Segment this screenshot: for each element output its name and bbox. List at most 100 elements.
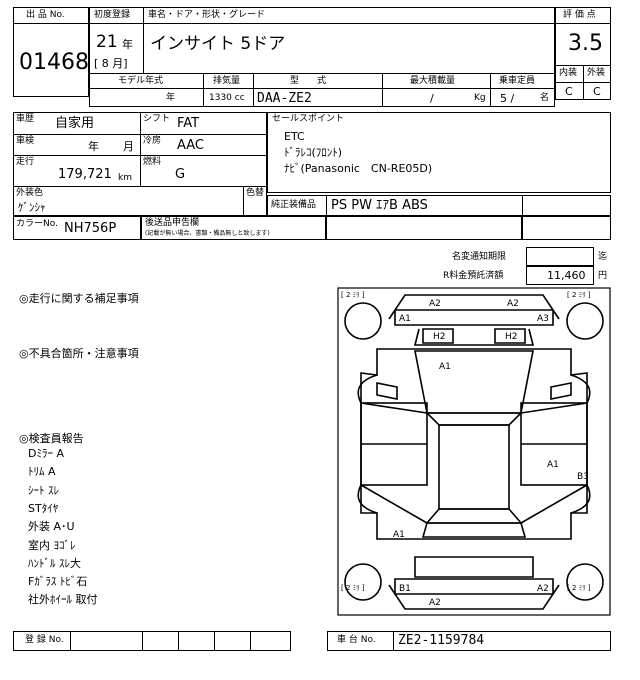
first-reg-month: [ 8 月] [94,57,128,70]
deadline-label: 名変通知期限 [452,252,507,262]
car-name: インサイト 5ドア [150,34,286,54]
first-reg-label: 初度登録 [94,10,131,20]
tire-label-front-right: [ 2 ﾐﾘ ] [567,291,591,299]
aftermarket-box [141,216,326,240]
damage-mark: A1 [399,314,411,324]
inspector-item: Fｶﾞﾗｽ ﾄﾋﾞ石 [28,575,88,588]
displacement: 1330 cc [209,93,245,103]
damage-mark: B1 [399,584,411,594]
inspector-item: Dﾐﾗｰ A [28,447,64,460]
defects-label: ◎不具合箇所・注意事項 [19,347,139,360]
sales-point-2: ﾄﾞﾗﾚｺ(ﾌﾛﾝﾄ) [284,146,343,159]
chassis-label: 車 台 No. [337,635,376,645]
sales-point-1: ETC [284,130,305,143]
damage-mark: A2 [429,598,441,608]
score: 3.5 [568,31,603,56]
sales-points-box [267,112,611,193]
aftermarket-label: 後送品申告欄 [145,218,200,228]
damage-mark: A1 [439,362,451,372]
interior-label: 内装 [559,68,578,78]
max-load-label: 最大積載量 [410,76,456,86]
damage-mark: B3 [577,472,589,482]
damage-mark: A1 [547,460,559,470]
first-reg-year: 21 [96,32,118,52]
recycle-label: R料金預託済額 [443,271,504,281]
damage-mark: A2 [507,299,519,309]
deadline-field [526,247,594,266]
type-label: 型 式 [290,76,327,86]
car-damage-diagram: [ 2 ﾐﾘ ] [ 2 ﾐﾘ ] [ 2 ﾐﾘ ] [ 2 ﾐﾘ ] A2 A… [337,287,611,616]
chassis-no-box [327,631,611,651]
lot-label: 出 品 No. [26,10,65,20]
color-no-box [13,216,141,240]
equip-label: 純正装備品 [271,200,317,210]
color-label: 外装色 [16,188,44,198]
inspector-item: ﾄﾘﾑ A [28,465,56,478]
exterior-label: 外装 [587,68,606,78]
damage-mark: A2 [429,299,441,309]
shift-label: シフト [143,114,171,124]
inspector-item: ｼｰﾄ ｽﾚ [28,484,59,497]
inspector-item: ﾊﾝﾄﾞﾙ ｽﾚ大 [28,557,81,570]
capacity-unit: 名 [540,93,550,103]
tire-label-rear-left: [ 2 ﾐﾘ ] [341,584,365,592]
fuel-label: 燃料 [143,157,162,167]
sales-label: セールスポイント [272,114,345,124]
equipment: PS PW ｴｱB ABS [331,198,428,213]
car-info-box [89,7,555,107]
model-year-unit: 年 [166,93,176,103]
mileage: 179,721 [58,167,112,182]
history: 自家用 [55,116,95,131]
damage-mark: A2 [537,584,549,594]
damage-mark: H2 [505,332,518,342]
mileage-label: 走行 [16,157,35,167]
history-label: 車歴 [16,114,35,124]
year-unit: 年 [122,38,133,51]
ac-label: 冷房 [143,136,162,146]
inspector-item: 外装 A･U [28,520,75,533]
capacity-label: 乗車定員 [499,76,536,86]
inspector-item: 室内 ﾖｺﾞﾚ [28,539,76,552]
damage-mark: A1 [393,530,405,540]
inspection-month: 月 [123,140,134,153]
equipment-box [267,195,611,216]
recycle-field [526,266,594,285]
inspector-item: STﾀｲﾔ [28,502,59,515]
sales-point-3: ﾅﾋﾞ(Panasonic CN-RE05D) [284,162,433,175]
score-label: 評 価 点 [563,10,596,20]
color-no-label: カラーNo. [16,219,58,229]
max-load-sep: / [430,92,434,105]
reg-label: 登 録 No. [25,635,64,645]
displacement-label: 排気量 [213,76,241,86]
interior-grade: C [565,85,573,98]
chassis-no: ZE2-1159784 [398,633,485,648]
damage-mark: H2 [433,332,446,342]
aftermarket-note: (記載が無い場合、書類・備品無しと致します) [145,230,270,237]
capacity: 5 / [500,92,515,105]
lot-number-box [13,7,89,97]
deadline-unit: 迄 [598,252,608,262]
ac: AAC [177,138,204,153]
tire-label-front-left: [ 2 ﾐﾘ ] [341,291,365,299]
registration-no-box [13,631,291,651]
inspection-year: 年 [88,140,99,153]
driving-notes-label: ◎走行に関する補足事項 [19,292,139,305]
recycle-amount: 11,460 [547,269,586,282]
shift: FAT [177,116,200,131]
inspector-label: ◎検査員報告 [19,432,84,445]
exterior-grade: C [593,85,601,98]
aftermarket-extra-box [326,216,522,240]
aftermarket-extra-box-2 [522,216,611,240]
recycle-unit: 円 [598,271,608,281]
mileage-unit: km [118,173,132,183]
color: ｹﾞﾝｼｬ [18,201,46,214]
car-name-label: 車名・ドア・形状・グレード [148,10,266,20]
tire-label-rear-right: [ 2 ﾐﾘ ] [567,584,591,592]
damage-mark: A3 [537,314,549,324]
recolor-label: 色替 [246,188,265,198]
fuel: G [175,167,186,182]
model-year-label: モデル年式 [118,76,164,86]
max-load-unit: Kg [474,93,486,103]
inspection-label: 車検 [16,136,35,146]
model-type: DAA-ZE2 [257,91,312,106]
